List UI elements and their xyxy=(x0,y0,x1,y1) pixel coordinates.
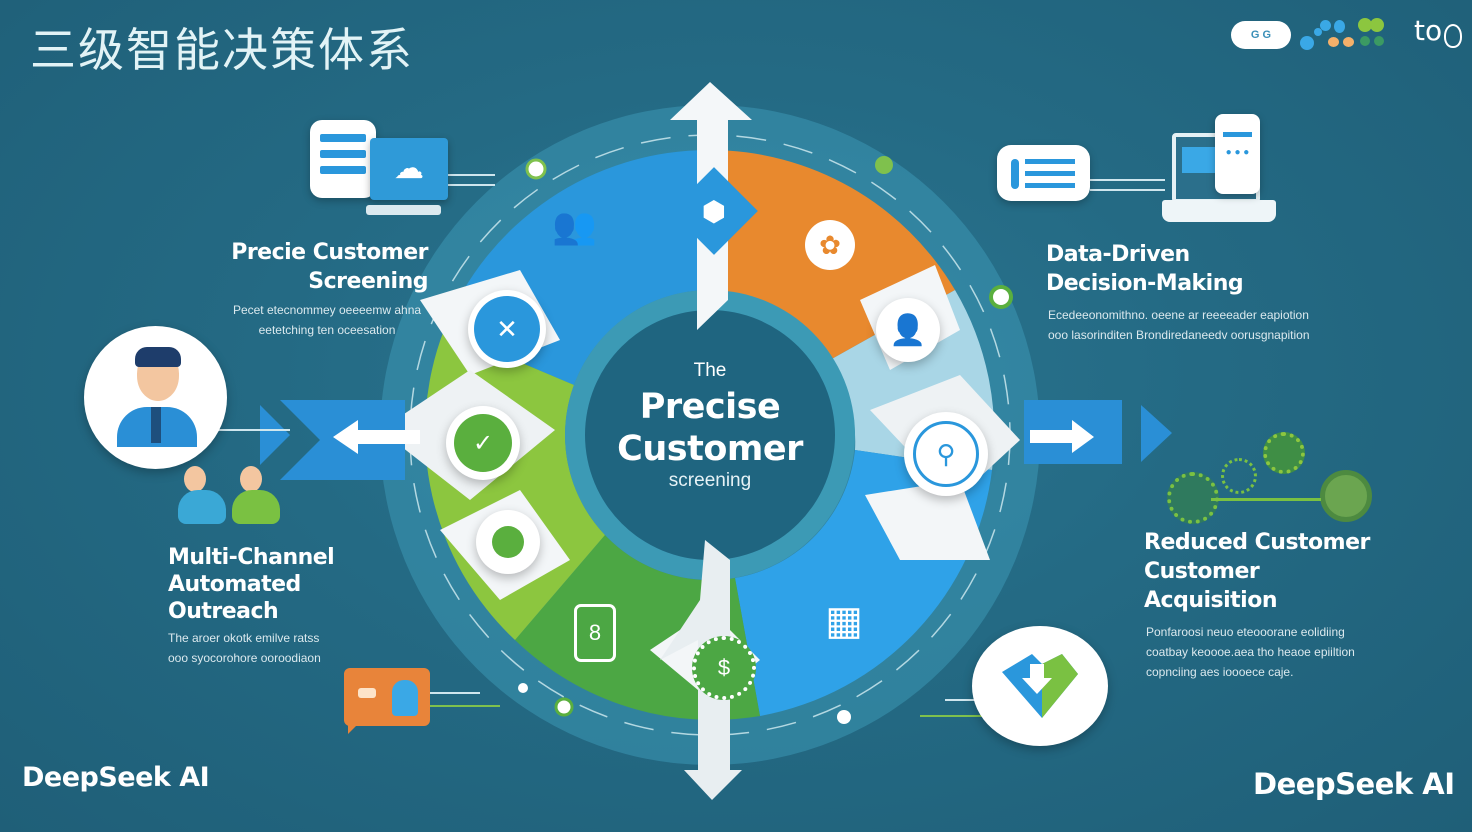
section-desc-screening: Pecet etecnommey oeeeemw ahna eetetching… xyxy=(232,303,422,337)
check-badge-icon[interactable]: ✓ xyxy=(446,406,520,480)
download-gem-icon xyxy=(972,626,1108,746)
center-line-precise: Precise xyxy=(639,387,781,427)
node-dot xyxy=(837,710,851,724)
gears-icon xyxy=(1165,430,1372,530)
team-avatars-icon xyxy=(178,462,288,524)
node-dot xyxy=(875,156,893,174)
arrow-left-icon xyxy=(333,420,420,454)
section-heading-screening: Precie Customer Screening xyxy=(231,240,428,294)
chart-circle-icon[interactable]: ✕ xyxy=(468,290,546,368)
center-title: The Precise Customer screening xyxy=(560,360,860,492)
center-line-screening: screening xyxy=(668,470,752,491)
section-heading-outreach: Multi-Channel Automated Outreach xyxy=(168,545,335,624)
search-person-icon[interactable]: ⚲ xyxy=(904,412,988,496)
gear-badge-icon: $ xyxy=(692,636,756,700)
idea-bubble-icon: ✿ xyxy=(805,220,855,270)
phone-mockup-icon xyxy=(310,120,376,198)
section-desc-data-driven: Ecedeeonomithno. oeene ar reeeeader eapi… xyxy=(1048,308,1310,342)
users-icon: 👥 xyxy=(552,205,597,246)
brand-label-left: DeepSeek AI xyxy=(22,762,210,793)
section-heading-data-driven: Data-Driven Decision-Making xyxy=(1046,242,1244,296)
person-badge-icon[interactable]: 👤 xyxy=(876,298,940,362)
phone-icon: 8 xyxy=(574,604,616,662)
toggle-pill-button[interactable]: G G xyxy=(1231,21,1291,49)
left-arrow-block xyxy=(260,405,290,465)
gem-shape xyxy=(1002,654,1078,718)
center-disc xyxy=(585,310,835,560)
dots-logo-icon xyxy=(1298,18,1394,54)
egg-icon xyxy=(1444,24,1462,48)
chat-bubble-icon xyxy=(344,668,430,734)
chevron-right-3 xyxy=(865,480,990,560)
mobile-mockup-icon: ● ● ● xyxy=(1215,114,1260,194)
arrow-right-icon xyxy=(1030,420,1094,453)
dashboard-card-icon xyxy=(997,145,1090,201)
page-title: 三级智能决策体系 xyxy=(30,23,414,77)
target-circle-icon[interactable] xyxy=(476,510,540,574)
section-desc-outreach: The aroer okotk emilve ratss ooo syocoro… xyxy=(168,631,321,665)
center-line-the: The xyxy=(693,360,727,381)
node-dot xyxy=(554,697,574,717)
node-dot xyxy=(989,285,1013,309)
building-cube-icon: ▦ xyxy=(825,599,863,643)
laptop-base xyxy=(1162,200,1276,222)
node-dot xyxy=(518,683,528,693)
section-heading-acquisition: Reduced Customer Customer Acquisition xyxy=(1144,530,1370,613)
businessman-avatar xyxy=(84,326,227,469)
brand-label-right: DeepSeek AI xyxy=(1253,767,1455,801)
node-dot xyxy=(525,158,547,180)
monitor-mockup-icon: ☁ xyxy=(370,138,448,200)
section-desc-acquisition: Ponfaroosi neuo eteooorane eolidiing coa… xyxy=(1146,625,1355,679)
center-line-customer: Customer xyxy=(617,429,803,469)
brand-logo-text: to xyxy=(1414,14,1443,47)
keyboard-icon xyxy=(366,205,441,215)
